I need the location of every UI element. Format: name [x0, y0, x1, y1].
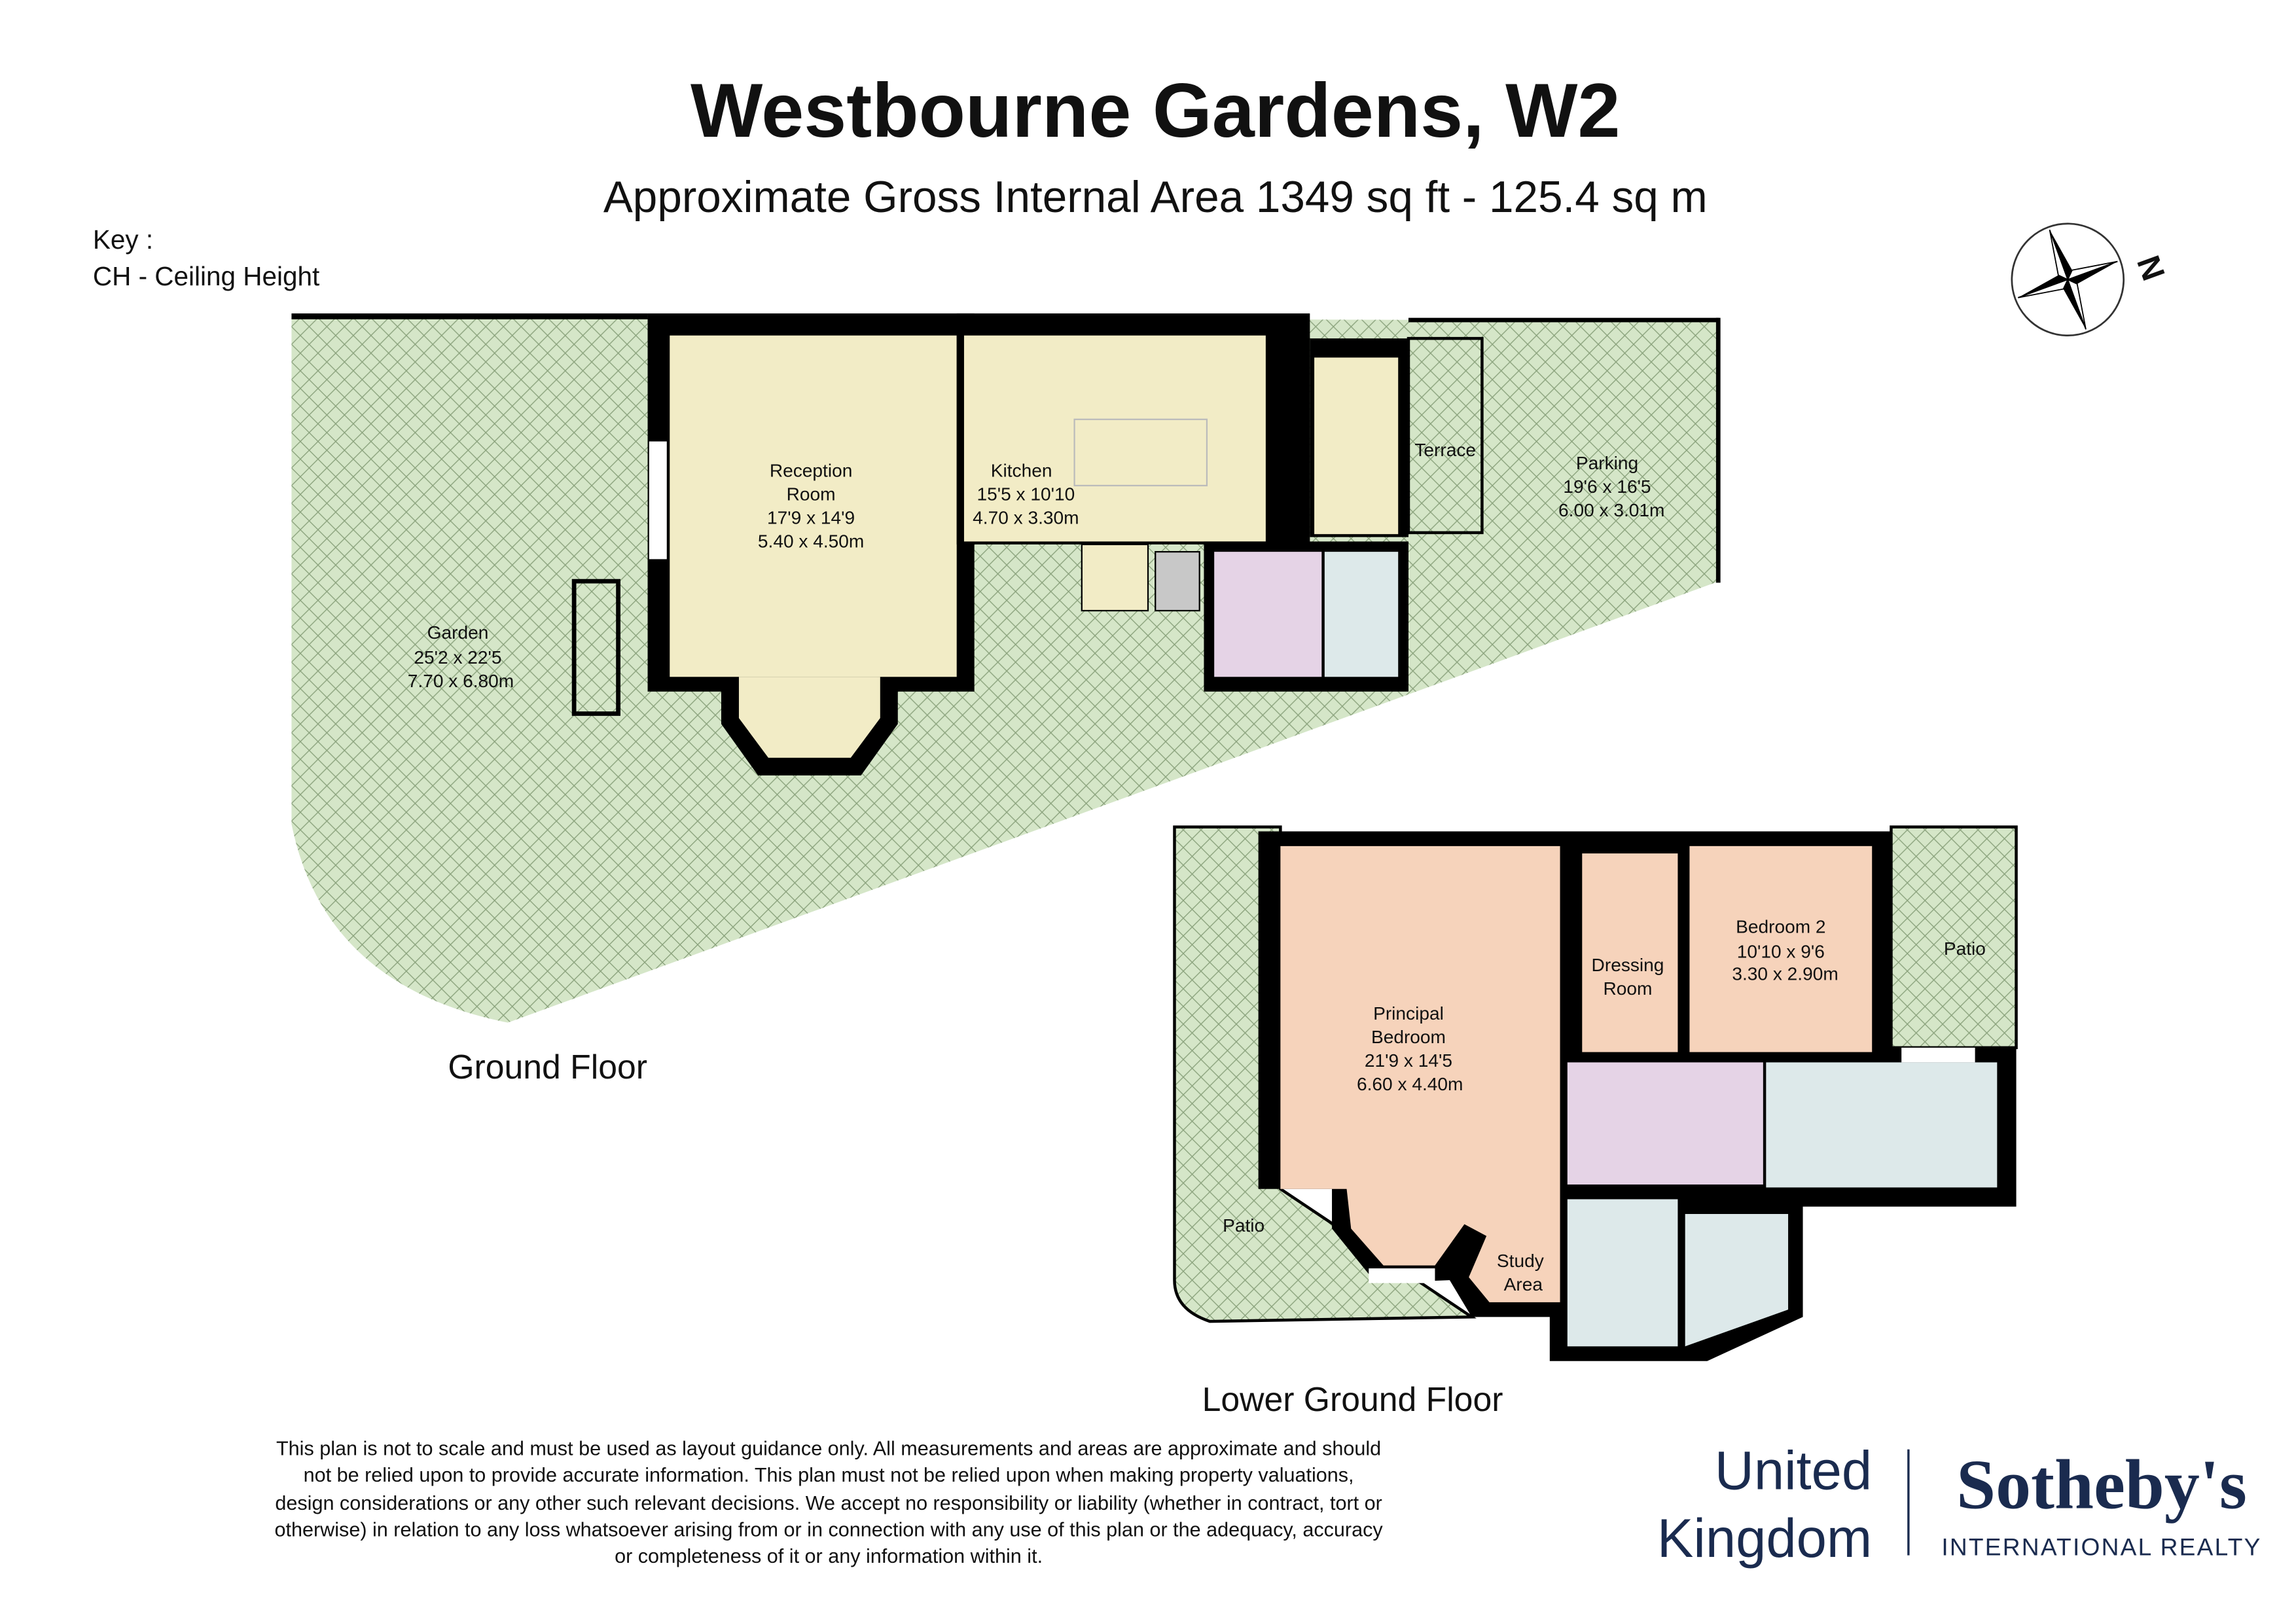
svg-text:Garden: Garden: [427, 622, 489, 643]
svg-text:Dressing: Dressing: [1592, 955, 1664, 975]
svg-text:6.00 x 3.01m: 6.00 x 3.01m: [1558, 500, 1664, 520]
page-subtitle: Approximate Gross Internal Area 1349 sq …: [603, 173, 1708, 222]
key-item: CH - Ceiling Height: [93, 261, 319, 291]
disclaimer: This plan is not to scale and must be us…: [275, 1438, 1384, 1567]
svg-text:21'9 x 14'5: 21'9 x 14'5: [1365, 1050, 1452, 1071]
svg-text:Sotheby's: Sotheby's: [1956, 1446, 2247, 1524]
room-label-patio-right: Patio: [1944, 938, 1986, 959]
compass-rose-icon: [2011, 223, 2125, 336]
svg-text:3.30 x 2.90m: 3.30 x 2.90m: [1732, 963, 1838, 984]
en-suite: [1567, 1199, 1678, 1347]
room-label-patio-left: Patio: [1223, 1215, 1265, 1236]
svg-text:Parking: Parking: [1576, 453, 1638, 473]
ground-floor-label: Ground Floor: [448, 1048, 647, 1086]
principal-bedroom: [1280, 846, 1560, 1302]
ground-floor-plan: Reception Room 17'9 x 14'9 5.40 x 4.50m …: [291, 313, 1721, 1086]
room-label-reception: Reception Room 17'9 x 14'9 5.40 x 4.50m: [758, 460, 864, 551]
svg-text:otherwise) in relation to any: otherwise) in relation to any loss whats…: [275, 1518, 1384, 1541]
landing: [1567, 1062, 1763, 1185]
svg-text:United: United: [1715, 1440, 1872, 1501]
svg-text:This plan is not to scale and: This plan is not to scale and must be us…: [276, 1438, 1381, 1460]
svg-text:19'6 x 16'5: 19'6 x 16'5: [1563, 476, 1651, 497]
svg-text:25'2 x 22'5: 25'2 x 22'5: [414, 647, 501, 668]
bedroom-2: [1689, 846, 1873, 1052]
room-label-garden: Garden 25'2 x 22'5 7.70 x 6.80m: [408, 622, 514, 691]
svg-text:Area: Area: [1504, 1274, 1543, 1294]
svg-text:15'5 x 10'10: 15'5 x 10'10: [977, 484, 1075, 504]
svg-text:5.40 x 4.50m: 5.40 x 4.50m: [758, 531, 864, 551]
svg-text:Room: Room: [1604, 978, 1653, 999]
page-title: Westbourne Gardens, W2: [691, 67, 1620, 153]
north-label: N: [2130, 251, 2172, 285]
terrace: [1407, 336, 1484, 535]
lower-ground-floor-label: Lower Ground Floor: [1202, 1380, 1503, 1418]
svg-text:4.70 x 3.30m: 4.70 x 3.30m: [973, 507, 1079, 527]
key-heading: Key :: [93, 224, 153, 255]
reception-room: [670, 335, 957, 677]
svg-text:Reception: Reception: [770, 460, 853, 480]
svg-text:Principal: Principal: [1373, 1003, 1444, 1024]
lower-ground-floor-plan: Principal Bedroom 21'9 x 14'5 6.60 x 4.4…: [1173, 825, 2018, 1418]
wc: [1324, 552, 1399, 677]
sothebys-logo: United Kingdom Sotheby's INTERNATIONAL R…: [1657, 1440, 2261, 1569]
svg-text:INTERNATIONAL REALTY: INTERNATIONAL REALTY: [1941, 1533, 2261, 1561]
svg-text:10'10 x 9'6: 10'10 x 9'6: [1737, 942, 1825, 962]
svg-text:design considerations or any o: design considerations or any other such …: [275, 1492, 1382, 1514]
room-label-parking: Parking 19'6 x 16'5 6.00 x 3.01m: [1558, 453, 1664, 520]
patio-right: [1890, 825, 2018, 1050]
svg-text:or completeness of it or any i: or completeness of it or any information…: [615, 1545, 1043, 1567]
svg-text:not be relied upon to provide: not be relied upon to provide accurate i…: [304, 1464, 1354, 1486]
room-label-terrace: Terrace: [1414, 440, 1476, 460]
svg-text:Kingdom: Kingdom: [1657, 1508, 1872, 1569]
svg-text:7.70 x 6.80m: 7.70 x 6.80m: [408, 671, 514, 691]
svg-text:Bedroom: Bedroom: [1371, 1027, 1446, 1047]
garden-stairs: [571, 579, 620, 716]
svg-text:Bedroom 2: Bedroom 2: [1736, 916, 1825, 936]
room-label-principal-bedroom: Principal Bedroom 21'9 x 14'5 6.60 x 4.4…: [1357, 1003, 1463, 1094]
room-label-study-area: Study Area: [1497, 1251, 1544, 1294]
stair-hall: [1214, 552, 1322, 677]
svg-text:Room: Room: [787, 484, 836, 504]
shower: [1685, 1213, 1789, 1347]
room-label-bedroom-2: Bedroom 2 10'10 x 9'6 3.30 x 2.90m: [1732, 916, 1838, 984]
svg-text:17'9 x 14'9: 17'9 x 14'9: [767, 507, 855, 527]
kitchen: [963, 335, 1266, 542]
svg-text:Study: Study: [1497, 1251, 1544, 1271]
patio-left: [1173, 825, 1477, 1323]
room-label-dressing-room: Dressing Room: [1592, 955, 1664, 999]
bathroom: [1766, 1062, 1998, 1188]
svg-text:Kitchen: Kitchen: [991, 460, 1052, 480]
svg-text:6.60 x 4.40m: 6.60 x 4.40m: [1357, 1074, 1463, 1094]
room-label-kitchen: Kitchen 15'5 x 10'10 4.70 x 3.30m: [973, 460, 1079, 527]
dressing-room: [1582, 853, 1678, 1052]
